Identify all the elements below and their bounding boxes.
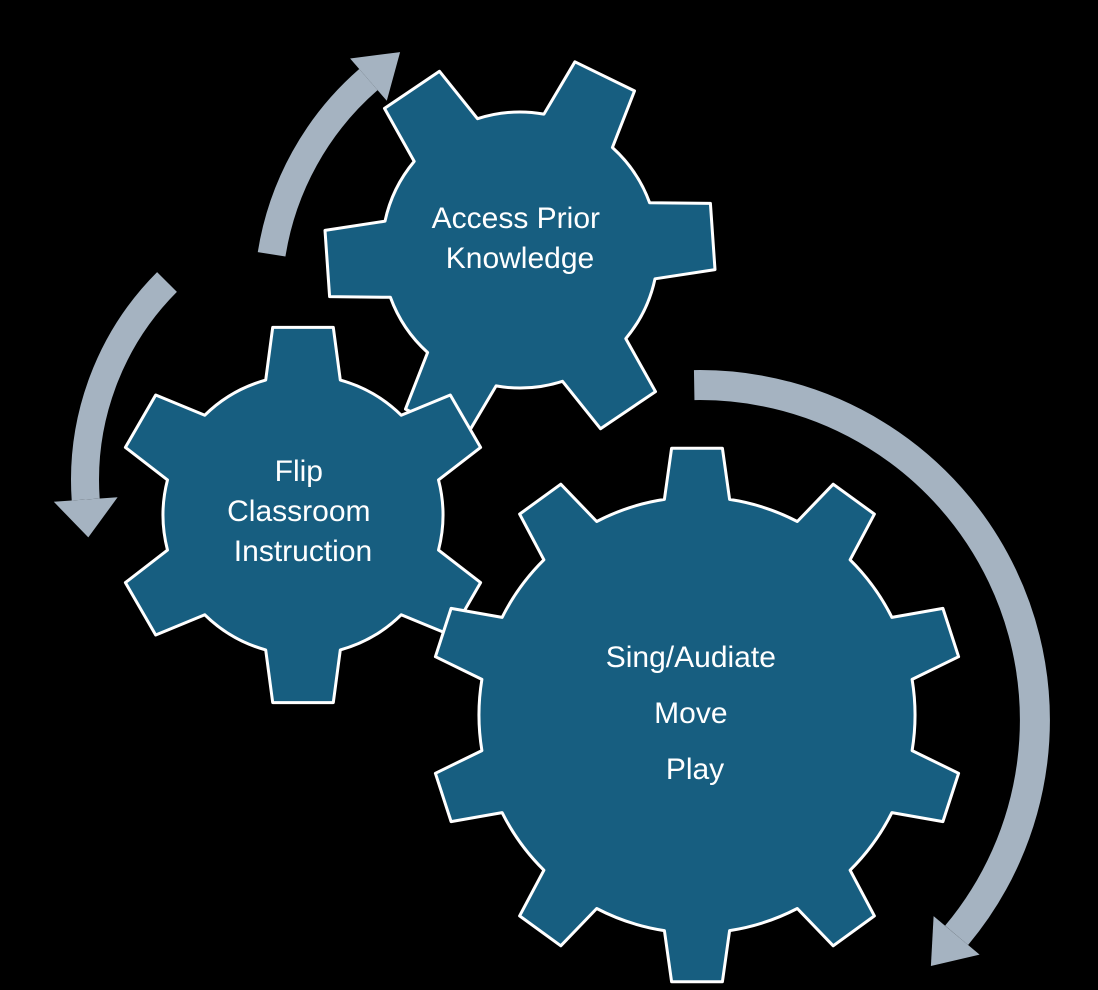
- gear-flip-classroom-instruction: Flip Classroom Instruction: [123, 325, 483, 705]
- arrow-head-icon: [350, 52, 401, 101]
- gear-label-line: Play: [666, 753, 724, 786]
- curved-arrow-icon: [257, 69, 378, 257]
- curved-arrow-icon: [693, 370, 1050, 945]
- gear-label-line: Knowledge: [446, 242, 594, 275]
- arrow-head-icon: [53, 497, 118, 538]
- curved-arrow-icon: [71, 272, 177, 501]
- cycle-arrow-left: [53, 272, 177, 538]
- gear-icon: [123, 325, 483, 705]
- gear-icon: [433, 446, 961, 984]
- gear-label-line: Sing/Audiate: [606, 641, 776, 674]
- gear-label-line: Flip: [275, 455, 323, 488]
- gear-access-prior-knowledge: Access Prior Knowledge: [323, 60, 717, 440]
- arrow-head-icon: [930, 916, 980, 966]
- gear-label: Flip Classroom Instruction: [227, 455, 379, 568]
- cycle-arrow-top-left: [257, 52, 401, 257]
- gear-label-line: Move: [654, 697, 727, 730]
- gear-label-line: Access Prior: [432, 202, 600, 235]
- gear-label: Access Prior Knowledge: [432, 202, 609, 275]
- gear-label: Sing/Audiate Move Play: [606, 641, 784, 786]
- gear-sing-audiate-move-play: Sing/Audiate Move Play: [433, 446, 961, 984]
- cycle-arrow-right: [693, 370, 1050, 966]
- gear-icon: [323, 60, 717, 440]
- gear-label-line: Instruction: [234, 535, 372, 568]
- gear-label-line: Classroom: [227, 495, 370, 528]
